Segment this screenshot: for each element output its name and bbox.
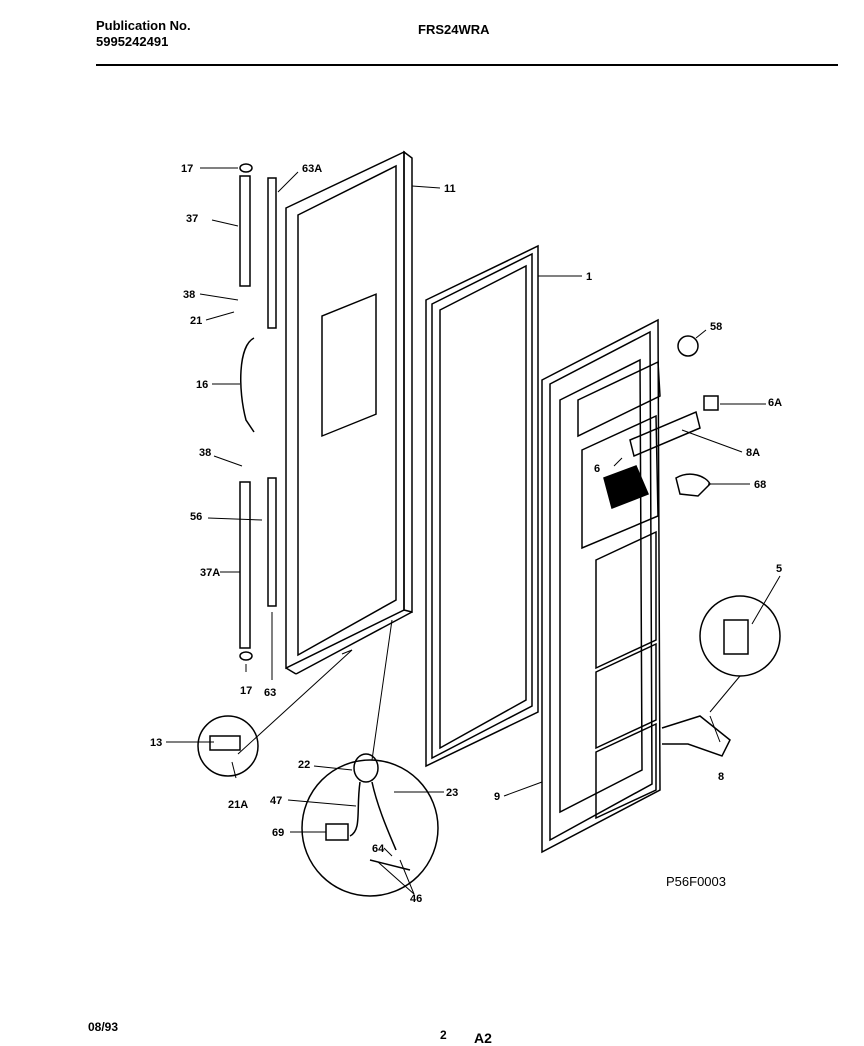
detail-circle-wiring xyxy=(301,759,439,897)
dispenser-parts xyxy=(629,335,731,757)
callout-5: 5 xyxy=(776,563,782,575)
footer-page: 2 xyxy=(440,1028,447,1042)
callout-56: 56 xyxy=(190,511,202,523)
header-rule xyxy=(96,64,838,66)
publication-label: Publication No. xyxy=(96,18,191,33)
callout-68: 68 xyxy=(754,479,766,491)
door-liner xyxy=(541,318,661,854)
callout-17-bottom: 17 xyxy=(240,685,252,697)
callout-23: 23 xyxy=(446,787,458,799)
wiring-harness xyxy=(325,753,411,871)
callout-13: 13 xyxy=(150,737,162,749)
callout-38-bottom: 38 xyxy=(199,447,211,459)
callout-63: 63 xyxy=(264,687,276,699)
callout-8a: 8A xyxy=(746,447,760,459)
door-outer-panel xyxy=(285,150,413,675)
detail-circle-5 xyxy=(699,595,781,677)
callout-37: 37 xyxy=(186,213,198,225)
callout-22: 22 xyxy=(298,759,310,771)
callout-64: 64 xyxy=(372,843,385,855)
detail-circle-13 xyxy=(197,715,259,777)
callout-8: 8 xyxy=(718,771,724,783)
leader-lines xyxy=(166,167,781,895)
callout-16: 16 xyxy=(196,379,208,391)
callout-47: 47 xyxy=(270,795,282,807)
publication-number: 5995242491 xyxy=(96,34,169,49)
callout-21a: 21A xyxy=(228,799,248,811)
callout-6: 6 xyxy=(594,463,600,475)
callout-17-top: 17 xyxy=(181,163,193,175)
door-gasket xyxy=(425,244,539,768)
callout-9: 9 xyxy=(494,791,500,803)
callout-11: 11 xyxy=(444,183,456,195)
footer-date: 08/93 xyxy=(88,1020,119,1034)
callout-46: 46 xyxy=(410,893,422,905)
callout-69: 69 xyxy=(272,827,284,839)
figure-id: P56F0003 xyxy=(666,874,726,889)
callout-63a: 63A xyxy=(302,163,322,175)
callout-58: 58 xyxy=(710,321,722,333)
callout-1: 1 xyxy=(586,271,592,283)
footer-section: A2 xyxy=(474,1030,492,1046)
callout-labels: 17 63A 11 37 1 38 21 16 58 6A 38 8A 6 68… xyxy=(150,163,782,905)
trim-strips xyxy=(239,163,277,661)
callout-21: 21 xyxy=(190,315,202,327)
callout-37a: 37A xyxy=(200,567,220,579)
door-handle xyxy=(240,337,255,433)
callout-6a: 6A xyxy=(768,397,782,409)
callout-38-top: 38 xyxy=(183,289,195,301)
model-number: FRS24WRA xyxy=(418,22,490,37)
